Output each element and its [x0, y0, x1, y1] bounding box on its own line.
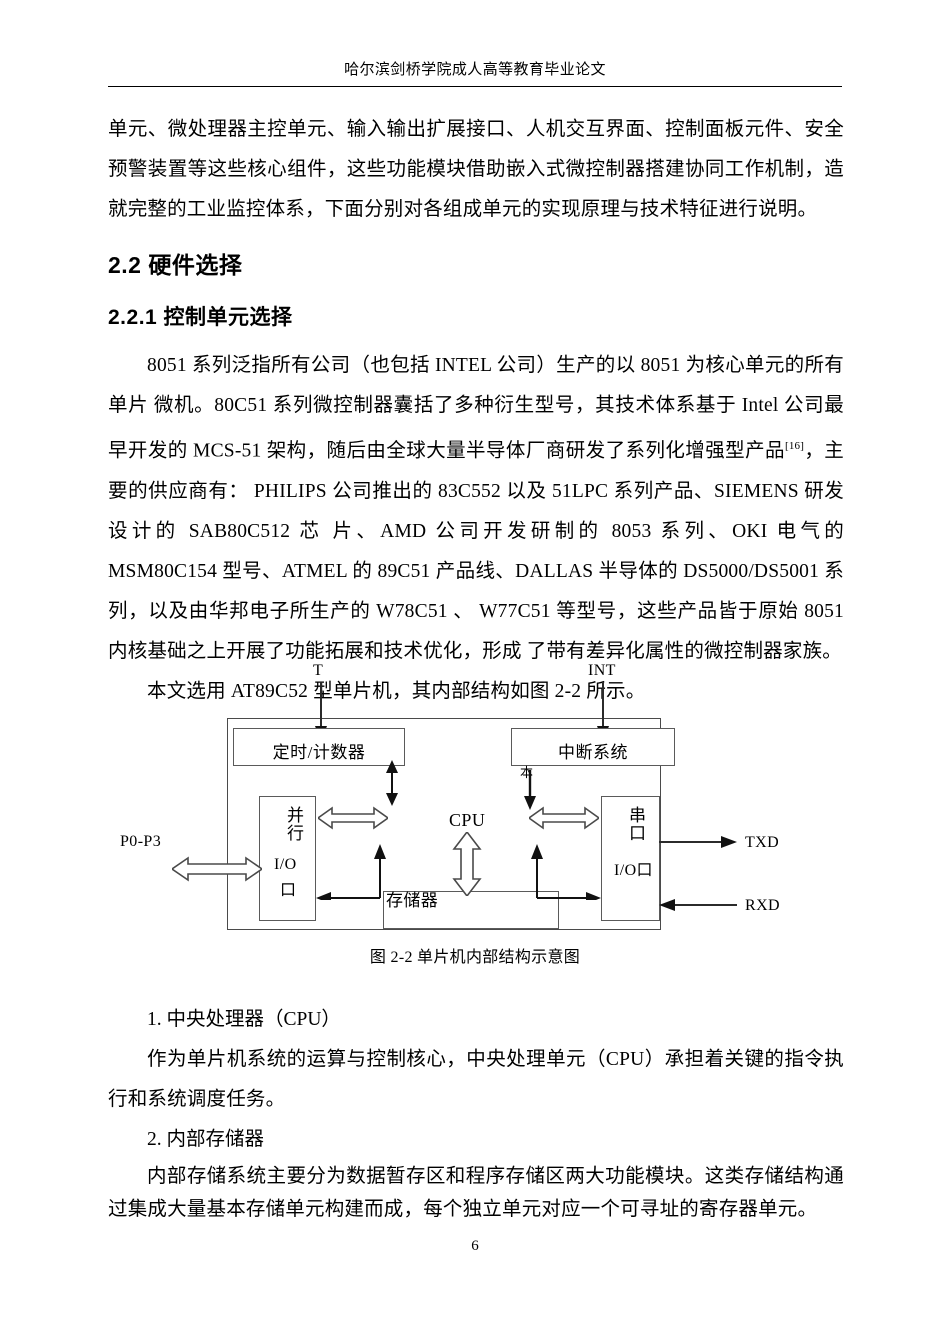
label-parallel-io-1: 并行: [284, 806, 303, 842]
label-parallel-io-2: I/O: [274, 856, 297, 873]
header-divider: [108, 86, 842, 87]
block-interrupt-system: [511, 728, 675, 766]
paragraph-8051-part-b: ，主要的供应商有： PHILIPS 公司推出的 83C552 以及 51LPC …: [108, 440, 844, 662]
label-parallel-io-3: 口: [280, 882, 297, 899]
paragraph-8051: 8051 系列泛指所有公司（也包括 INTEL 公司）生产的以 8051 为核心…: [108, 346, 844, 672]
arrow-cpu-memory: [452, 832, 482, 896]
paragraph-8051-part-a: 8051 系列泛指所有公司（也包括 INTEL 公司）生产的以 8051 为核心…: [108, 355, 844, 462]
page-number: 6: [471, 1238, 479, 1254]
heading-2-2-1: 2.2.1 控制单元选择: [108, 306, 293, 329]
block-serial-io: [601, 796, 660, 921]
label-rxd: RXD: [745, 897, 780, 914]
label-serial-io-1: 串口: [626, 806, 645, 842]
item-2-title: 2. 内部存储器: [147, 1129, 265, 1150]
chip-outer-frame: [227, 718, 661, 930]
item-1-body: 作为单片机系统的运算与控制核心，中央处理单元（CPU）承担着关键的指令执行和系统…: [108, 1049, 844, 1110]
connector-serial-elbow: [531, 844, 601, 900]
block-parallel-io: [259, 796, 316, 921]
paragraph-at89c52: 本文选用 AT89C52 型单片机，其内部结构如图 2-2 所示。: [147, 680, 646, 702]
arrow-txd: [659, 836, 737, 848]
label-cpu: CPU: [449, 810, 486, 830]
label-timer-counter: 定时/计数器: [272, 743, 366, 762]
arrow-interrupt-down: [524, 770, 536, 810]
block-timer-counter: [233, 728, 405, 766]
item-2-body: 内部存储系统主要分为数据暂存区和程序存储区两大功能模块。这类存储结构通过集成大量…: [108, 1166, 844, 1220]
figure-caption: 图 2-2 单片机内部结构示意图: [369, 949, 581, 966]
label-timer-input: T: [313, 662, 324, 679]
connector-parallel-elbow: [316, 844, 386, 900]
arrow-parallel-bus: [318, 806, 388, 830]
mcu-block-diagram: T INT 定时/计数器 中断系统 本: [0, 648, 950, 948]
intro-paragraph: 单元、微处理器主控单元、输入输出扩展接口、人机交互界面、控制面板元件、安全预警装…: [108, 119, 844, 220]
arrow-serial-bus: [529, 806, 599, 830]
label-interrupt-input: INT: [588, 662, 616, 679]
document-body: 单元、微处理器主控单元、输入输出扩展接口、人机交互界面、控制面板元件、安全预警装…: [108, 110, 844, 712]
label-p0-p3: P0-P3: [120, 833, 162, 850]
arrow-timer-bus: [386, 760, 398, 806]
citation-16: [16]: [784, 440, 805, 452]
page-header: 哈尔滨剑桥学院成人高等教育毕业论文: [344, 61, 606, 78]
label-serial-io-2: I/O口: [614, 862, 653, 879]
label-interrupt-system: 中断系统: [558, 743, 628, 762]
item-1-title: 1. 中央处理器（CPU）: [147, 1009, 341, 1030]
heading-2-2: 2.2 硬件选择: [108, 252, 243, 278]
arrow-rxd: [659, 899, 737, 911]
document-body-lower: 1. 中央处理器（CPU） 作为单片机系统的运算与控制核心，中央处理单元（CPU…: [108, 1000, 844, 1226]
label-memory: 存储器: [386, 891, 439, 910]
label-txd: TXD: [745, 834, 780, 851]
figure-2-2: T INT 定时/计数器 中断系统 本: [0, 648, 950, 988]
arrow-p0-p3: [172, 856, 262, 882]
